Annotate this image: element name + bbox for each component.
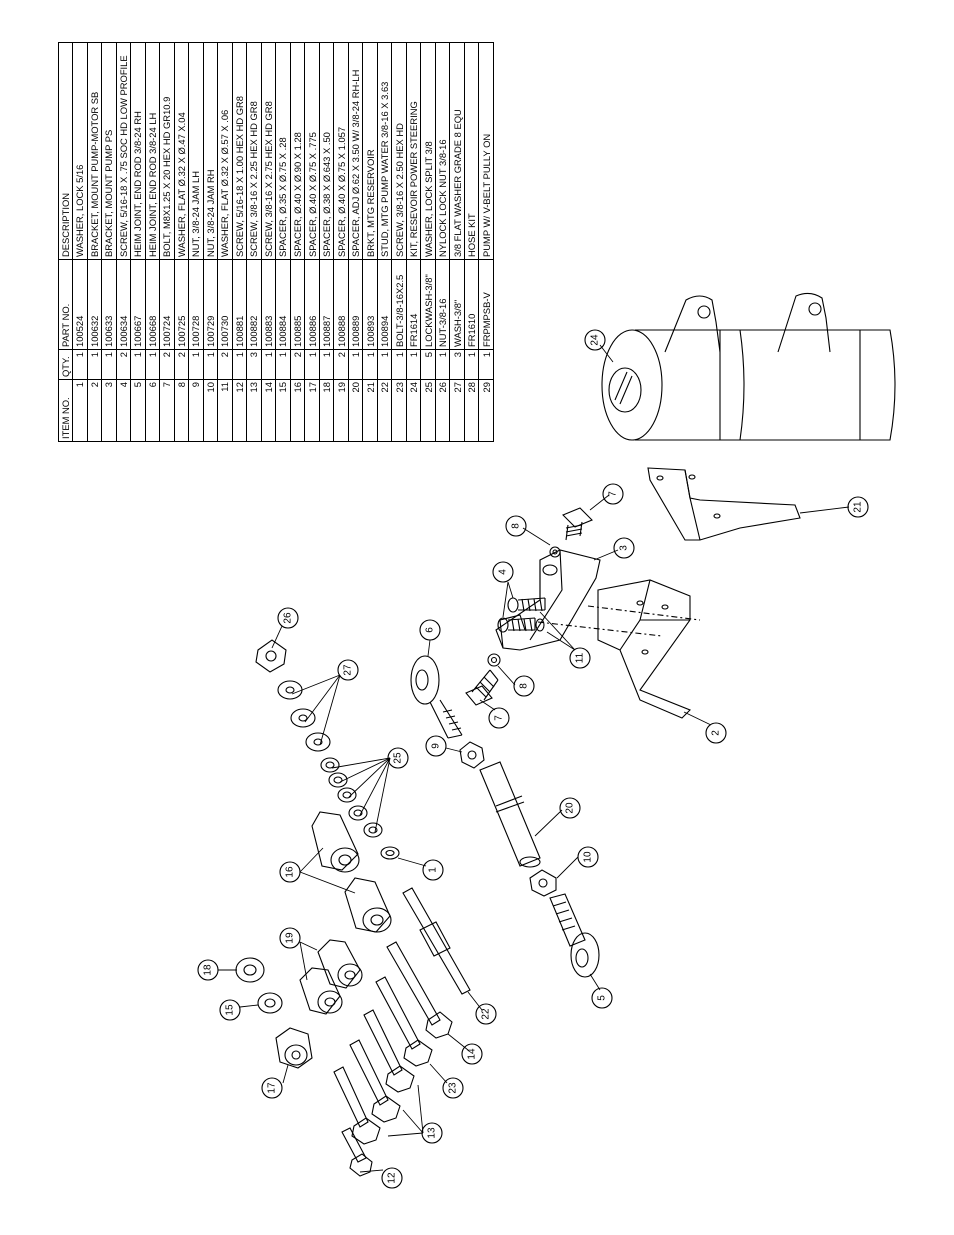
- spacer-small-upper: [235, 957, 265, 983]
- screw-5-16-1-00: [341, 1127, 373, 1177]
- screws-3-8-2-25: [333, 1009, 415, 1145]
- balloon-3-label: 3: [619, 545, 630, 551]
- balloon-10-label: 10: [583, 851, 594, 863]
- leader-lines: [218, 344, 850, 1173]
- balloon-22: 22: [475, 1003, 497, 1025]
- balloon-12-label: 12: [387, 1172, 398, 1184]
- balloon-19-label: 19: [285, 932, 296, 944]
- socket-head-screws: [497, 597, 546, 633]
- balloon-10: 10: [577, 846, 599, 868]
- balloon-14-label: 14: [467, 1048, 478, 1060]
- adjustable-spacer: [479, 761, 541, 868]
- balloon-6: 6: [419, 619, 441, 641]
- balloon-4: 4: [492, 561, 514, 583]
- balloon-6-label: 6: [425, 627, 436, 633]
- callout-balloons: 1 2 3 4 5 6 7 7 8 8 9 10 11 12 13 14 15 …: [197, 329, 869, 1189]
- balloon-4-label: 4: [498, 569, 509, 575]
- balloon-23-label: 23: [448, 1082, 459, 1094]
- balloon-23: 23: [442, 1077, 464, 1099]
- balloon-11: 11: [569, 647, 591, 669]
- spacers-medium: [299, 939, 363, 1015]
- balloon-2-label: 2: [711, 730, 722, 736]
- balloon-7-upper: 7: [602, 483, 624, 505]
- lock-washer-5-16: [380, 846, 400, 860]
- balloon-20: 20: [559, 797, 581, 819]
- balloon-8-lower-label: 8: [519, 683, 530, 689]
- balloon-8-lower: 8: [513, 675, 535, 697]
- balloon-26: 26: [277, 607, 299, 629]
- balloon-21-label: 21: [853, 501, 864, 513]
- screw-3-8-2-75: [386, 941, 453, 1039]
- balloon-27: 27: [337, 659, 359, 681]
- balloon-16-label: 16: [285, 866, 296, 878]
- balloon-15-label: 15: [225, 1004, 236, 1016]
- screw-3-8-2-50: [375, 976, 433, 1067]
- balloon-17: 17: [261, 1077, 283, 1099]
- balloon-9-label: 9: [431, 743, 442, 749]
- balloon-14: 14: [461, 1043, 483, 1065]
- spacers-long: [311, 811, 392, 933]
- water-pump-stud: [402, 887, 471, 995]
- balloon-12: 12: [381, 1167, 403, 1189]
- balloon-13-label: 13: [427, 1127, 438, 1139]
- balloon-27-label: 27: [343, 664, 354, 676]
- balloon-2: 2: [705, 722, 727, 744]
- balloon-18: 18: [197, 959, 219, 981]
- balloon-3: 3: [613, 537, 635, 559]
- pump-mount-bracket-ps: [495, 549, 601, 651]
- balloon-9: 9: [425, 735, 447, 757]
- balloon-18-label: 18: [203, 964, 214, 976]
- balloon-19: 19: [279, 927, 301, 949]
- balloon-7-upper-label: 7: [608, 491, 619, 497]
- balloon-24-label: 24: [590, 334, 601, 346]
- heim-joint-lh: [410, 655, 463, 739]
- hex-bolt-lower: [465, 653, 501, 706]
- power-steering-reservoir: [601, 292, 896, 441]
- hex-bolt-upper: [549, 507, 593, 558]
- balloon-22-label: 22: [481, 1008, 492, 1020]
- spacer-medium: [275, 1027, 313, 1069]
- balloon-5-label: 5: [597, 995, 608, 1001]
- balloon-13: 13: [421, 1122, 443, 1144]
- heim-joint-rh: [549, 893, 600, 978]
- balloon-7-lower: 7: [488, 707, 510, 729]
- center-line: [537, 605, 701, 637]
- balloon-1-label: 1: [428, 867, 439, 873]
- split-lock-washers: [320, 757, 383, 838]
- balloon-8-upper-label: 8: [511, 523, 522, 529]
- jam-nut-lh: [459, 741, 485, 769]
- reservoir-mounting-bracket: [647, 467, 801, 541]
- balloon-8-upper: 8: [505, 515, 527, 537]
- jam-nut-rh: [529, 869, 557, 897]
- balloon-25: 25: [387, 747, 409, 769]
- balloon-5: 5: [591, 987, 613, 1009]
- balloon-25-label: 25: [393, 752, 404, 764]
- balloon-26-label: 26: [283, 612, 294, 624]
- balloon-20-label: 20: [565, 802, 576, 814]
- balloon-1: 1: [422, 859, 444, 881]
- balloon-17-label: 17: [267, 1082, 278, 1094]
- nylock-nut: [255, 639, 287, 673]
- balloon-7-lower-label: 7: [494, 715, 505, 721]
- pump-motor-mount-bracket-sb: [597, 579, 691, 719]
- flat-washers: [277, 680, 331, 752]
- balloon-15: 15: [219, 999, 241, 1021]
- balloon-21: 21: [847, 496, 869, 518]
- balloon-24: 24: [584, 329, 606, 351]
- spacer-thin: [257, 992, 283, 1014]
- balloon-16: 16: [279, 861, 301, 883]
- balloon-11-label: 11: [575, 652, 586, 663]
